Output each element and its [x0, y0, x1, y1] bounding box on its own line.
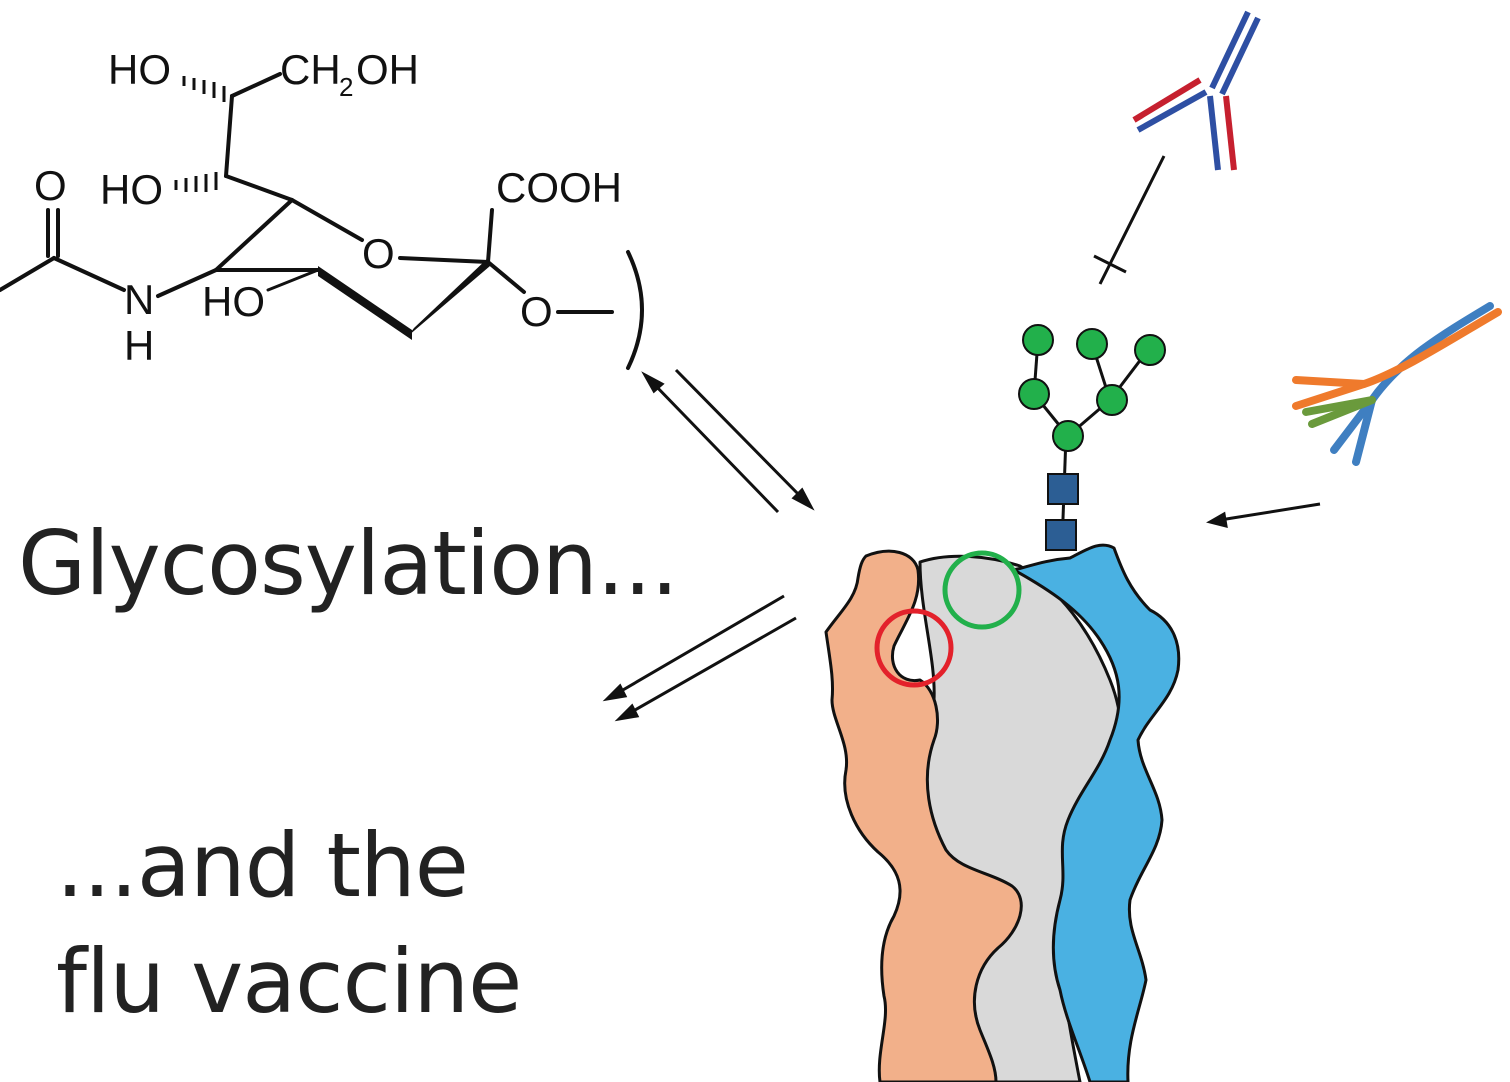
glycan-mannose-left	[1018, 378, 1050, 410]
label-ring-o: O	[362, 230, 395, 277]
glycan-mannose-left-top	[1022, 324, 1054, 356]
label-carbonyl-o: O	[34, 162, 67, 209]
bold-bond-c3-c4	[318, 266, 412, 340]
label-cooh: COOH	[496, 164, 622, 211]
binding-site-green-circle	[942, 550, 1022, 630]
wedge-bond-c2-c3	[408, 258, 490, 336]
bond-c6-c7	[224, 174, 294, 202]
bond-methyl	[0, 256, 56, 292]
label-h: H	[124, 322, 154, 369]
label-ch2oh-ch: CH	[280, 46, 341, 93]
binding-site-red-circle	[874, 608, 954, 688]
label-ho-top: HO	[108, 46, 171, 93]
bond-c8-c9	[230, 72, 282, 98]
hashed-bonds	[174, 76, 226, 192]
glycan-glcnac-square-1	[1047, 473, 1079, 505]
subtitle-line-1: ...and the	[56, 814, 469, 917]
arrowhead-left-a	[602, 683, 628, 702]
lectin-arrow	[1206, 502, 1321, 529]
subtitle-line-2: flu vaccine	[56, 930, 522, 1033]
link-bracket	[626, 250, 644, 370]
label-ch2oh-oh: OH	[356, 46, 419, 93]
equilibrium-arrows-lower	[602, 594, 797, 722]
arrowhead-up	[641, 371, 665, 394]
glycan-mannose-right-b	[1134, 334, 1166, 366]
antibody-icon	[1132, 10, 1261, 171]
bond-c2-cooh	[486, 208, 494, 264]
inhibition-line	[1093, 155, 1166, 285]
glycan-glcnac-square-2	[1045, 519, 1077, 551]
arrowhead-down	[791, 487, 815, 511]
bond-c2-o	[486, 260, 526, 294]
bond-n-c5	[156, 268, 218, 298]
label-n: N	[124, 276, 154, 323]
glycan-links	[1032, 339, 1150, 547]
glycan-mannose-core	[1052, 420, 1084, 452]
glycan-mannose-right-a	[1076, 328, 1108, 360]
bond-c4-ho	[266, 268, 320, 292]
arrowhead-left-b	[614, 703, 640, 722]
bond-c6-o	[290, 198, 364, 242]
label-ho-mid: HO	[100, 166, 163, 213]
title-glycosylation: Glycosylation...	[18, 512, 679, 615]
equilibrium-arrows-upper	[641, 368, 815, 514]
protein-blue-chain	[1012, 543, 1181, 1082]
label-ho-ring: HO	[202, 278, 265, 325]
lectin-bundle-icon	[1292, 302, 1502, 466]
bond-c7-c8	[224, 94, 234, 178]
bond-c5-c6	[214, 198, 294, 272]
protein-orange-chain	[824, 549, 1023, 1082]
bond-n-carbonyl	[52, 256, 126, 292]
label-glycosidic-o: O	[520, 288, 553, 335]
bond-o-c2	[398, 256, 490, 264]
label-ch2oh-sub: 2	[339, 72, 353, 102]
hemagglutinin-protein	[824, 543, 1181, 1082]
glycan-mannose-right	[1096, 384, 1128, 416]
glycan-tree	[1018, 324, 1166, 551]
sialic-acid-structure	[0, 72, 644, 370]
